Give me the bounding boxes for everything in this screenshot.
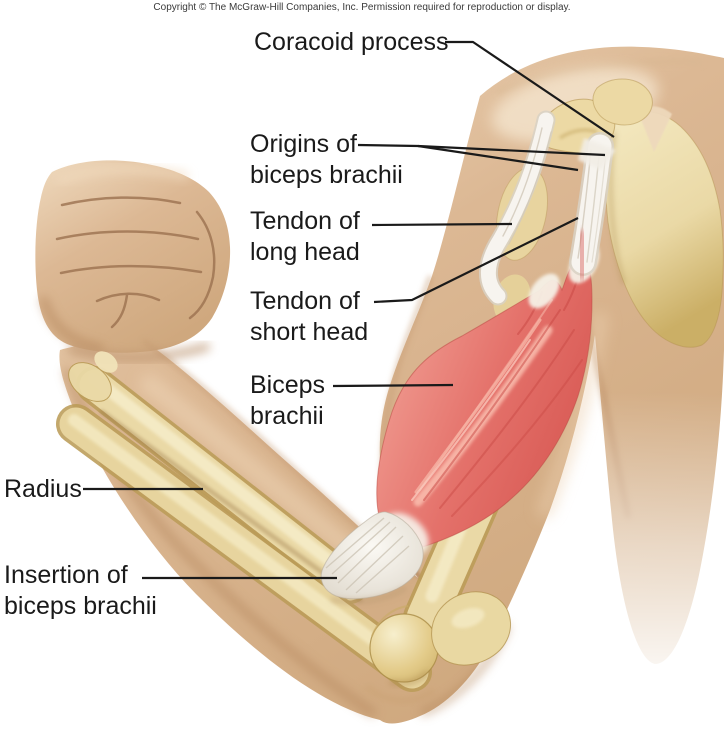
- label-text: Radius: [4, 475, 82, 503]
- forearm-bones: [56, 351, 432, 692]
- label-text: short head: [250, 318, 369, 346]
- leader-biceps-brachii: [332, 383, 454, 388]
- acromion: [592, 78, 653, 126]
- fist: [35, 160, 231, 353]
- label-radius: Radius: [4, 474, 82, 505]
- insertion-fan: [320, 511, 424, 600]
- label-text: biceps brachii: [250, 161, 403, 189]
- tendon-of-short-head: [569, 132, 616, 280]
- label-tendon-of-short-head: Tendon of short head: [250, 286, 368, 348]
- leader-lines: [83, 40, 615, 580]
- tendon-of-long-head: [478, 110, 556, 306]
- label-text: brachii: [250, 402, 324, 430]
- label-tendon-of-long-head: Tendon of long head: [250, 206, 360, 268]
- muscle-striations: [411, 261, 583, 517]
- scapula: [604, 110, 724, 348]
- label-insertion-of-biceps-brachii: Insertion of biceps brachii: [4, 560, 157, 622]
- label-coracoid-process: Coracoid process: [254, 27, 449, 58]
- scapular-notch: [638, 106, 672, 152]
- leader-coracoid-process: [445, 40, 615, 138]
- insertion-tendon: [320, 511, 424, 605]
- label-origins-of-biceps-brachii: Origins of biceps brachii: [250, 129, 403, 191]
- torso-fade: [598, 392, 724, 702]
- copyright-notice: Copyright © The McGraw-Hill Companies, I…: [153, 2, 571, 13]
- fist-creases: [55, 196, 216, 329]
- label-text: Insertion of: [4, 561, 128, 589]
- label-text: biceps brachii: [4, 592, 157, 620]
- label-text: Coracoid process: [254, 28, 449, 56]
- label-biceps-brachii: Biceps brachii: [250, 370, 325, 432]
- leader-origins-2: [417, 144, 579, 172]
- label-text: Biceps: [250, 371, 326, 399]
- label-text: long head: [250, 238, 360, 266]
- label-text: Origins of: [250, 130, 357, 158]
- leader-tendon-short-head: [373, 217, 579, 304]
- label-text: Tendon of: [250, 207, 360, 235]
- leader-tendon-long-head: [371, 222, 513, 227]
- olecranon: [431, 591, 512, 666]
- label-text: Tendon of: [250, 287, 360, 315]
